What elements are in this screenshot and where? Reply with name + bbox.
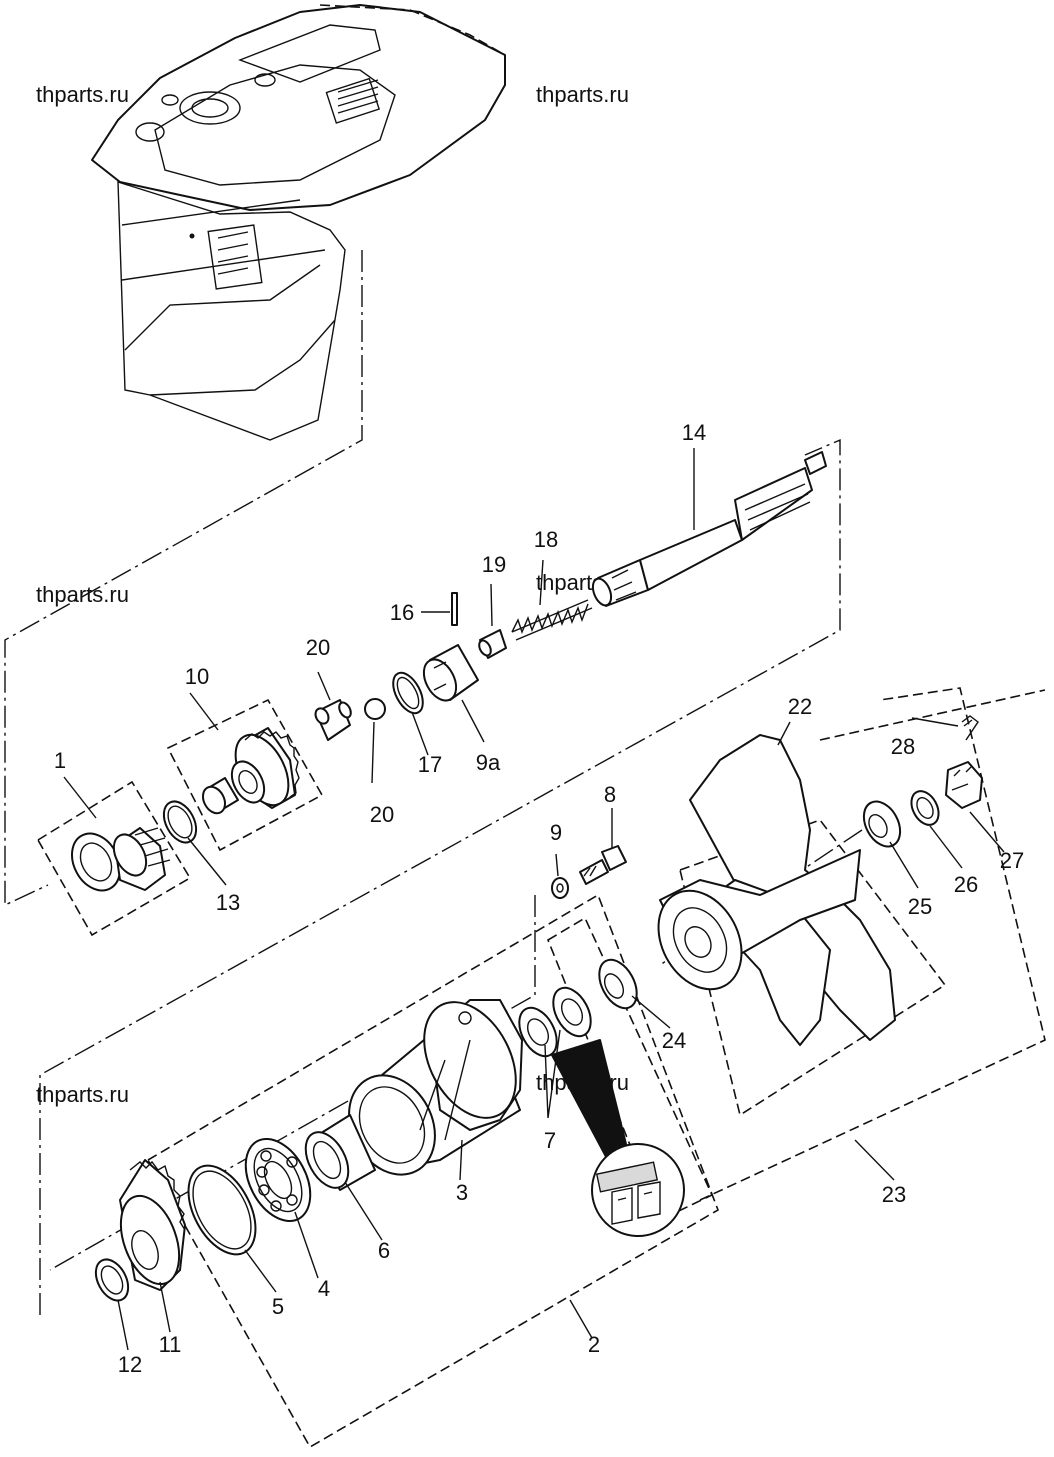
part-7-oil-seals — [518, 986, 592, 1058]
watermarks: thparts.ru thparts.ru thparts.ru thparts… — [36, 82, 629, 1107]
callout-3: 3 — [456, 1180, 468, 1205]
callout-9a: 9a — [476, 750, 501, 775]
part-18-spring — [511, 599, 593, 641]
part-14-propeller-shaft — [591, 451, 827, 607]
part-9-washer — [551, 877, 569, 899]
part-22-propeller — [657, 734, 896, 1046]
watermark-5: thparts.ru — [36, 1082, 129, 1107]
callout-19: 19 — [482, 552, 506, 577]
callout-12: 12 — [118, 1352, 142, 1377]
callout-16: 16 — [390, 600, 414, 625]
callout-22: 22 — [788, 694, 812, 719]
part-10-forward-gear — [201, 727, 300, 815]
box-group-2 — [146, 893, 719, 1449]
part-8-bolt — [579, 845, 627, 885]
box-group-25-27 — [819, 689, 1046, 741]
watermark-2: thparts.ru — [536, 82, 629, 107]
callout-4: 4 — [318, 1276, 330, 1301]
callout-7: 7 — [544, 1128, 556, 1153]
callout-labels: 1 13 10 20 20 17 9a 16 19 18 14 9 8 22 2… — [54, 420, 1024, 1377]
part-16-pin — [451, 592, 458, 626]
part-25-spacer — [862, 800, 902, 848]
watermark-3: thparts.ru — [36, 582, 129, 607]
part-19-slider — [478, 629, 507, 659]
part-20-ball — [364, 698, 386, 720]
part-9a-clutch-dog — [422, 644, 479, 702]
box-group-7 — [547, 916, 714, 1222]
callout-13: 13 — [216, 890, 240, 915]
part-28-cotter-pin — [961, 715, 979, 741]
seal-detail-callout — [551, 1039, 685, 1237]
callout-20-lower: 20 — [370, 802, 394, 827]
callout-26: 26 — [954, 872, 978, 897]
part-24-thrust-washer — [598, 958, 638, 1010]
part-17-ring — [392, 671, 424, 715]
callout-23: 23 — [882, 1182, 906, 1207]
callout-27: 27 — [1000, 848, 1024, 873]
box-group-23 — [699, 687, 1046, 1201]
callout-2: 2 — [588, 1332, 600, 1357]
watermark-1: thparts.ru — [36, 82, 129, 107]
part-12-washer — [94, 1258, 130, 1302]
part-1-bearing — [71, 827, 171, 892]
callout-17: 17 — [418, 752, 442, 777]
part-4-ball-bearing — [244, 1137, 312, 1223]
part-11-reverse-gear — [119, 1159, 186, 1291]
callout-14: 14 — [682, 420, 706, 445]
lower-unit-housing — [91, 4, 506, 441]
part-20-plunger — [314, 699, 352, 741]
part-27-castle-nut — [945, 761, 983, 809]
part-5-o-ring — [187, 1164, 257, 1256]
group-boxes — [36, 687, 1046, 1449]
part-13-shim — [162, 800, 198, 844]
part-3-shaft-housing — [348, 999, 523, 1176]
callout-20-upper: 20 — [306, 635, 330, 660]
part-26-washer — [910, 790, 940, 826]
callout-5: 5 — [272, 1294, 284, 1319]
callout-8: 8 — [604, 782, 616, 807]
callout-24: 24 — [662, 1028, 686, 1053]
callout-28: 28 — [891, 734, 915, 759]
leader-lines — [63, 448, 1005, 1351]
callout-10: 10 — [185, 664, 209, 689]
callout-25: 25 — [908, 894, 932, 919]
part-6-sleeve — [304, 1114, 376, 1191]
callout-1: 1 — [54, 748, 66, 773]
callout-18: 18 — [534, 527, 558, 552]
callout-6: 6 — [378, 1238, 390, 1263]
callout-11: 11 — [159, 1332, 182, 1357]
callout-9: 9 — [550, 820, 562, 845]
